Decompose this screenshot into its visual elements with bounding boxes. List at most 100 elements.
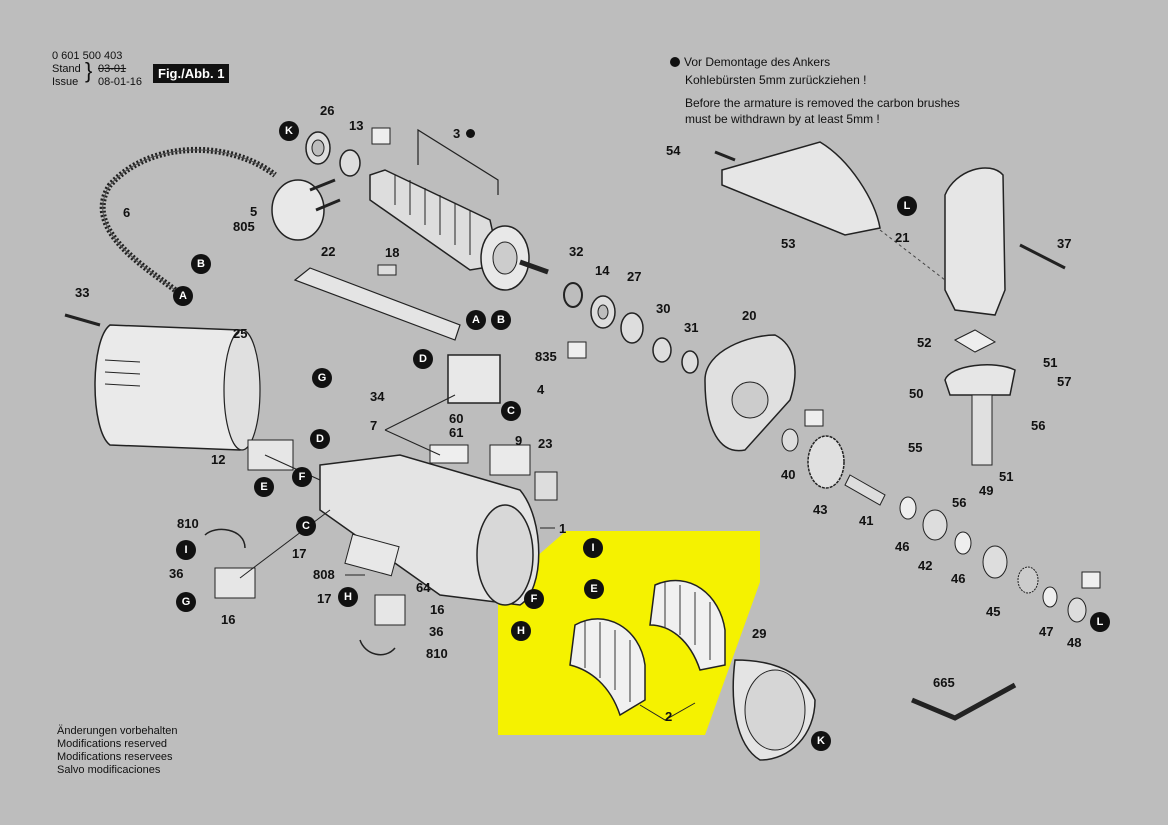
part-label-16a: 16 <box>221 612 236 627</box>
part-label-56a: 56 <box>1031 418 1046 433</box>
part-label-45: 45 <box>986 604 1001 619</box>
footer-line3: Modifications reservees <box>57 751 173 763</box>
connector-badge-d: D <box>310 429 330 449</box>
grease-icon-40 <box>804 409 824 427</box>
part-label-46b: 46 <box>951 571 966 586</box>
label-60-61 <box>429 444 469 464</box>
washer-46b <box>954 531 972 555</box>
connector-badge-g: G <box>312 368 332 388</box>
part-label-9: 9 <box>515 433 523 448</box>
part-label-33: 33 <box>75 285 90 300</box>
part-23 <box>534 471 558 501</box>
bearing-48 <box>1067 597 1087 623</box>
gear-45 <box>1017 566 1039 594</box>
seal-52 <box>953 329 997 353</box>
spacer-45 <box>982 545 1008 579</box>
part-label-6: 6 <box>123 205 131 220</box>
part-number: 0 601 500 403 <box>52 50 123 62</box>
connector-badge-a: A <box>173 286 193 306</box>
part-label-49: 49 <box>979 483 994 498</box>
part-label-50: 50 <box>909 386 924 401</box>
part-label-52: 52 <box>917 335 932 350</box>
connector-badge-l: L <box>1090 612 1110 632</box>
grease-icon-48 <box>1081 571 1101 589</box>
gear-43 <box>807 435 845 489</box>
part-label-7: 7 <box>370 418 378 433</box>
stand-old: 03-01 <box>98 63 127 75</box>
part-label-16b: 16 <box>430 602 445 617</box>
note-de-line1-text: Vor Demontage des Ankers <box>684 55 831 69</box>
part-label-51b: 51 <box>999 469 1014 484</box>
footer-line2: Modifications reserved <box>57 738 168 750</box>
nut-42 <box>922 509 948 541</box>
part-label-46a: 46 <box>895 539 910 554</box>
part-label-47: 47 <box>1039 624 1054 639</box>
part-label-14: 14 <box>595 263 610 278</box>
part-label-54: 54 <box>666 143 681 158</box>
ring-27 <box>620 312 644 344</box>
connector-badge-a: A <box>466 310 486 330</box>
connector-badge-k: K <box>811 731 831 751</box>
part-label-21: 21 <box>895 230 910 245</box>
part-label-36b: 36 <box>429 624 444 639</box>
connector-badge-i: I <box>176 540 196 560</box>
washer-46a <box>899 496 917 520</box>
connector-badge-h: H <box>511 621 531 641</box>
part-label-51a: 51 <box>1043 355 1058 370</box>
part-label-20: 20 <box>742 308 757 323</box>
part-label-60: 60 <box>449 411 464 426</box>
grease-icon-13 <box>371 127 391 145</box>
part-label-665: 665 <box>933 675 955 690</box>
part-label-34: 34 <box>370 389 385 404</box>
part-label-17a: 17 <box>292 546 307 561</box>
spindle-41 <box>844 474 886 506</box>
part-label-41: 41 <box>859 513 874 528</box>
note-de-line1: Vor Demontage des Ankers <box>670 54 830 70</box>
air-guide-9 <box>489 444 531 476</box>
connector-badge-f: F <box>292 467 312 487</box>
part-label-808: 808 <box>313 567 335 582</box>
part-label-40: 40 <box>781 467 796 482</box>
part-label-13: 13 <box>349 118 364 133</box>
brush-wire-810a <box>204 528 246 549</box>
part-label-810b: 810 <box>426 646 448 661</box>
part-label-5: 5 <box>250 204 258 219</box>
figure-label: Fig./Abb. 1 <box>153 64 230 83</box>
part-label-43: 43 <box>813 502 828 517</box>
bullet-icon <box>670 57 680 67</box>
guard-53 <box>721 141 881 236</box>
connector-badge-f: F <box>524 589 544 609</box>
part-label-2: 2 <box>665 709 673 724</box>
label-plate-808 <box>344 533 400 577</box>
connector-badge-h: H <box>338 587 358 607</box>
clamp-50 <box>944 364 1016 396</box>
part-label-36a: 36 <box>169 566 184 581</box>
bearing-40 <box>781 428 799 452</box>
issue-date: 08-01-16 <box>98 76 143 88</box>
bearing-13 <box>339 149 361 177</box>
part-label-31: 31 <box>684 320 699 335</box>
part-label-48: 48 <box>1067 635 1082 650</box>
connector-badge-c: C <box>296 516 316 536</box>
part-label-23: 23 <box>538 436 553 451</box>
part-label-810a: 810 <box>177 516 199 531</box>
field-coil-upper <box>649 579 726 671</box>
circlip-32 <box>563 282 583 308</box>
column-49 <box>971 394 993 466</box>
part-label-55: 55 <box>908 440 923 455</box>
brush-holder-16b <box>374 594 406 626</box>
part-label-22: 22 <box>321 244 336 259</box>
brush-holder-12 <box>247 439 294 471</box>
plug-body <box>271 179 325 241</box>
part-label-12: 12 <box>211 452 226 467</box>
part-label-4: 4 <box>537 382 545 397</box>
brush-wire-810b <box>359 639 396 656</box>
part-label-805: 805 <box>233 219 255 234</box>
ring-31 <box>681 350 699 374</box>
connector-badge-i: I <box>583 538 603 558</box>
part-label-17b: 17 <box>317 591 332 606</box>
switch-bar-22 <box>293 267 461 341</box>
ring-30 <box>652 337 672 363</box>
part-label-29: 29 <box>752 626 767 641</box>
